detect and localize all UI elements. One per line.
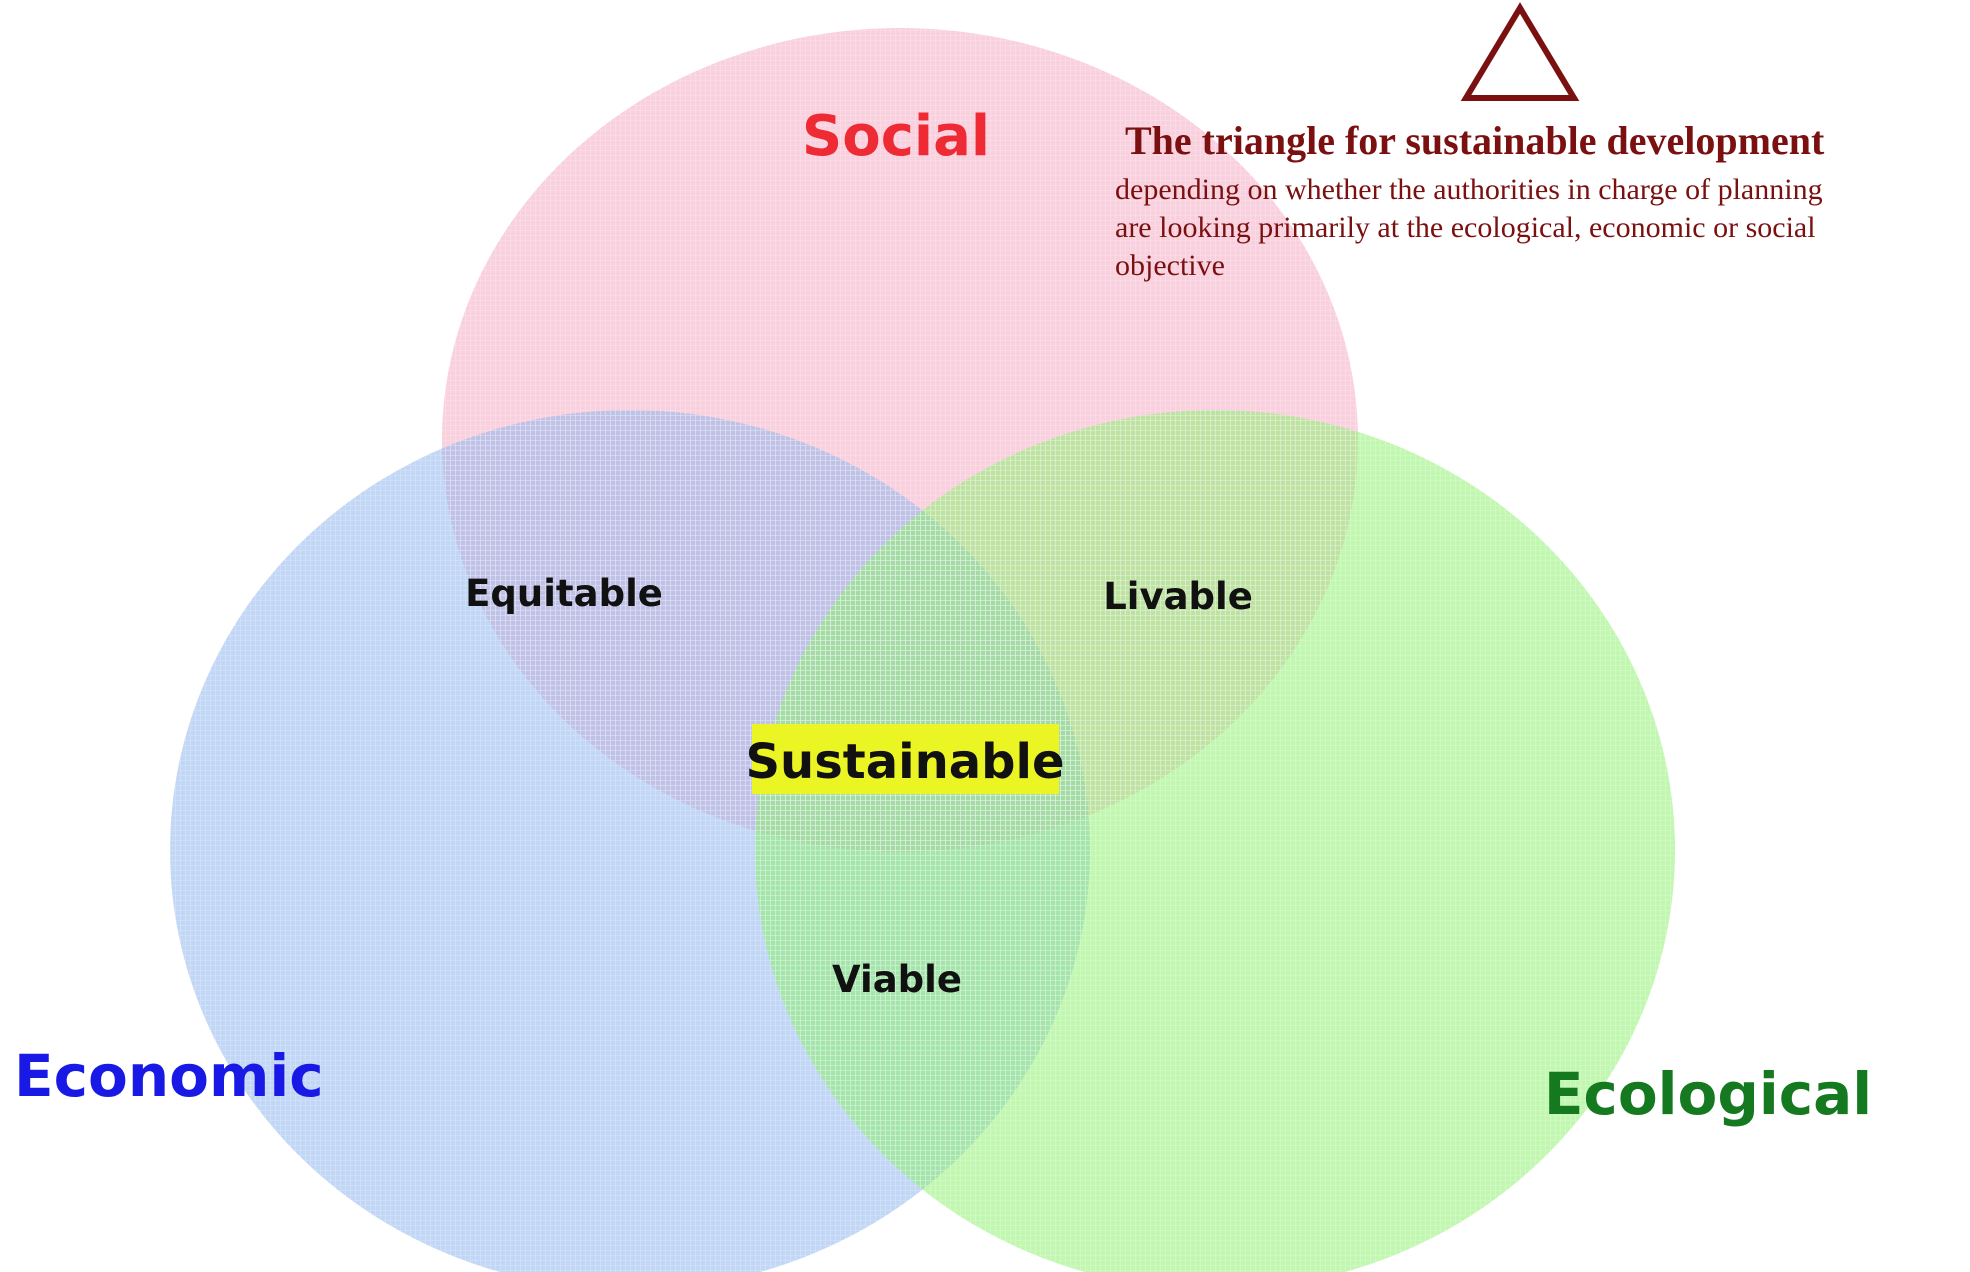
social-label: Social xyxy=(802,104,990,169)
ecological-label: Ecological xyxy=(1544,1060,1872,1128)
caption-title: The triangle for sustainable development xyxy=(1125,118,1825,163)
venn-circles xyxy=(170,28,1675,1272)
viable-label: Viable xyxy=(832,958,962,1001)
livable-label: Livable xyxy=(1103,575,1253,618)
sustainable-label: Sustainable xyxy=(745,734,1064,790)
sustainable-highlight xyxy=(752,724,1059,794)
equitable-label: Equitable xyxy=(465,572,663,615)
caption-line-1: depending on whether the authorities in … xyxy=(1115,173,1823,206)
ecological-circle-texture xyxy=(755,410,1675,1272)
triangle-icon xyxy=(1460,2,1580,101)
caption-line-2: are looking primarily at the ecological,… xyxy=(1115,211,1816,244)
economic-label: Economic xyxy=(14,1042,324,1110)
caption-line-3: objective xyxy=(1115,249,1225,282)
